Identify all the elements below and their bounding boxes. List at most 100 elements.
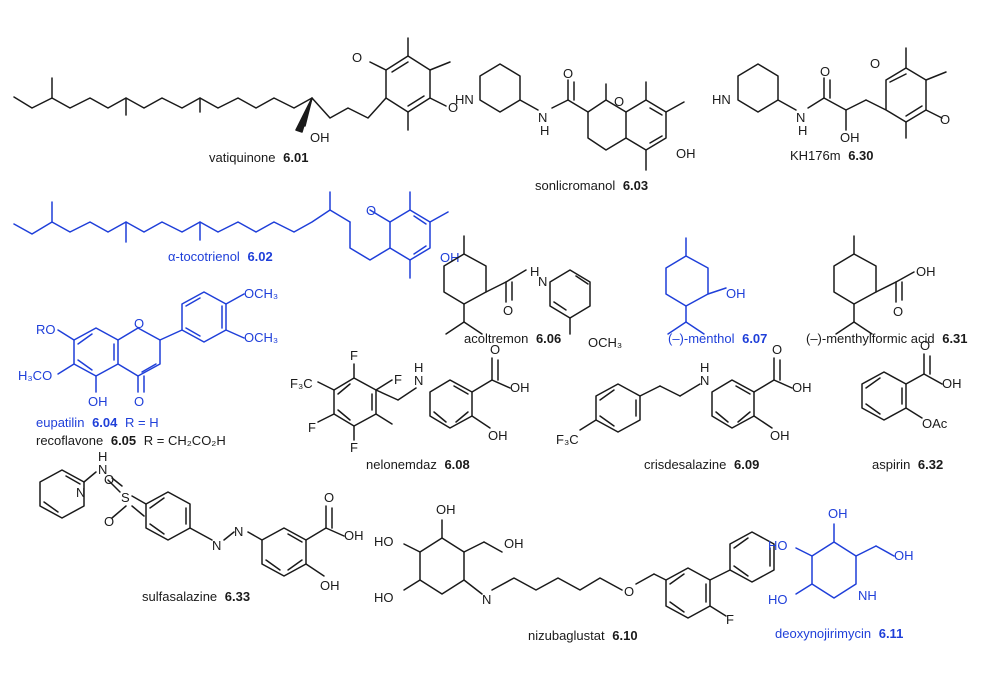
compound-name: (–)-menthol [668, 331, 735, 346]
atom-label: OCH₃ [244, 330, 278, 345]
caption-sulfasalazine: sulfasalazine 6.33 [142, 589, 250, 604]
atom-label: OH [440, 250, 460, 265]
caption-menthylformic-acid: (–)-menthylformic acid 6.31 [806, 331, 968, 346]
structure-sonlicromanol [479, 63, 685, 171]
compound-name: nelonemdaz [366, 457, 437, 472]
atom-label: OH [770, 428, 790, 443]
atom-label: O [134, 394, 144, 409]
compound-substituent: R = H [125, 415, 159, 430]
atom-label: OH [488, 428, 508, 443]
compound-name: KH176m [790, 148, 841, 163]
compound-name: eupatilin [36, 415, 84, 430]
compound-number: 6.32 [918, 457, 943, 472]
caption-crisdesalazine: crisdesalazine 6.09 [644, 457, 759, 472]
compound-name: aspirin [872, 457, 910, 472]
atom-label: H₃CO [18, 368, 52, 383]
caption-kh176m: KH176m 6.30 [790, 148, 874, 163]
atom-label: HN [455, 92, 474, 107]
structure-crisdesalazine [579, 357, 793, 433]
atom-label: F₃C [290, 376, 313, 391]
atom-label: O [772, 342, 782, 357]
structure-acoltremon [443, 235, 591, 335]
structure-kh176m [737, 47, 947, 139]
atom-label: OH [792, 380, 812, 395]
atom-label: O [563, 66, 573, 81]
compound-number: 6.02 [247, 249, 272, 264]
compound-number: 6.03 [623, 178, 648, 193]
caption-nizubaglustat: nizubaglustat 6.10 [528, 628, 638, 643]
atom-label: F [726, 612, 734, 627]
caption-deoxynojirimycin: deoxynojirimycin 6.11 [775, 626, 903, 641]
atom-label: O [893, 304, 903, 319]
caption-alpha-tocotrienol: α-tocotrienol 6.02 [168, 249, 273, 264]
atom-label: OH [510, 380, 530, 395]
atom-label: HO [374, 590, 394, 605]
compound-number: 6.11 [879, 626, 904, 641]
atom-label: OH [88, 394, 108, 409]
atom-label: F [350, 348, 358, 363]
caption-menthol: (–)-menthol 6.07 [668, 331, 767, 346]
atom-label: O [134, 316, 144, 331]
atom-label: OH [436, 502, 456, 517]
atom-label: H [540, 123, 549, 138]
atom-label: OH [828, 506, 848, 521]
structure-aspirin [861, 353, 943, 421]
structure-nelonemdaz [317, 357, 511, 441]
compound-number: 6.04 [92, 415, 118, 430]
atom-label: OH [726, 286, 746, 301]
atom-label: N [796, 110, 805, 125]
structure-alpha-tocotrienol [13, 191, 449, 279]
compound-number: 6.08 [444, 457, 469, 472]
atom-label: O [448, 100, 458, 115]
compound-name: acoltremon [464, 331, 528, 346]
atom-label: OH [894, 548, 914, 563]
atom-label: H [98, 449, 107, 464]
compound-number: 6.05 [111, 433, 136, 448]
compound-name: α-tocotrienol [168, 249, 240, 264]
caption-aspirin: aspirin 6.32 [872, 457, 943, 472]
compound-name: deoxynojirimycin [775, 626, 871, 641]
atom-label: OCH₃ [588, 335, 622, 350]
compound-number: 6.33 [225, 589, 250, 604]
structure-sulfasalazine [39, 469, 345, 577]
atom-label: N [98, 462, 107, 477]
atom-label: HO [768, 592, 788, 607]
atom-label: OH [504, 536, 524, 551]
atom-label: F₃C [556, 432, 579, 447]
atom-label: N [234, 524, 243, 539]
compound-number: 6.07 [742, 331, 767, 346]
atom-label: HO [374, 534, 394, 549]
atom-label: F [394, 372, 402, 387]
atom-label: OH [840, 130, 860, 145]
atom-label: N [414, 373, 423, 388]
atom-label: O [104, 472, 114, 487]
compound-number: 6.06 [536, 331, 561, 346]
compound-name: recoflavone [36, 433, 103, 448]
compound-name: sonlicromanol [535, 178, 615, 193]
atom-label: OH [344, 528, 364, 543]
atom-label: N [538, 274, 547, 289]
atom-label: F [308, 420, 316, 435]
atom-label: OH [942, 376, 962, 391]
atom-label: O [820, 64, 830, 79]
compound-substituent: R = CH₂CO₂H [144, 433, 226, 448]
structure-vatiquinone [13, 37, 451, 133]
atom-label: S [121, 490, 130, 505]
atom-label: OH [310, 130, 330, 145]
structure-deoxynojirimycin [795, 523, 895, 599]
atom-label: O [366, 203, 376, 218]
atom-label: H [530, 264, 539, 279]
atom-label: NH [858, 588, 877, 603]
atom-label: N [482, 592, 491, 607]
atom-label: HN [712, 92, 731, 107]
atom-label: O [352, 50, 362, 65]
atom-label: O [503, 303, 513, 318]
atom-label: O [940, 112, 950, 127]
compound-name: nizubaglustat [528, 628, 605, 643]
caption-vatiquinone: vatiquinone 6.01 [209, 150, 308, 165]
caption-acoltremon: acoltremon 6.06 [464, 331, 561, 346]
atom-label: HO [768, 538, 788, 553]
atom-label: O [104, 514, 114, 529]
structure-nizubaglustat [403, 519, 775, 619]
